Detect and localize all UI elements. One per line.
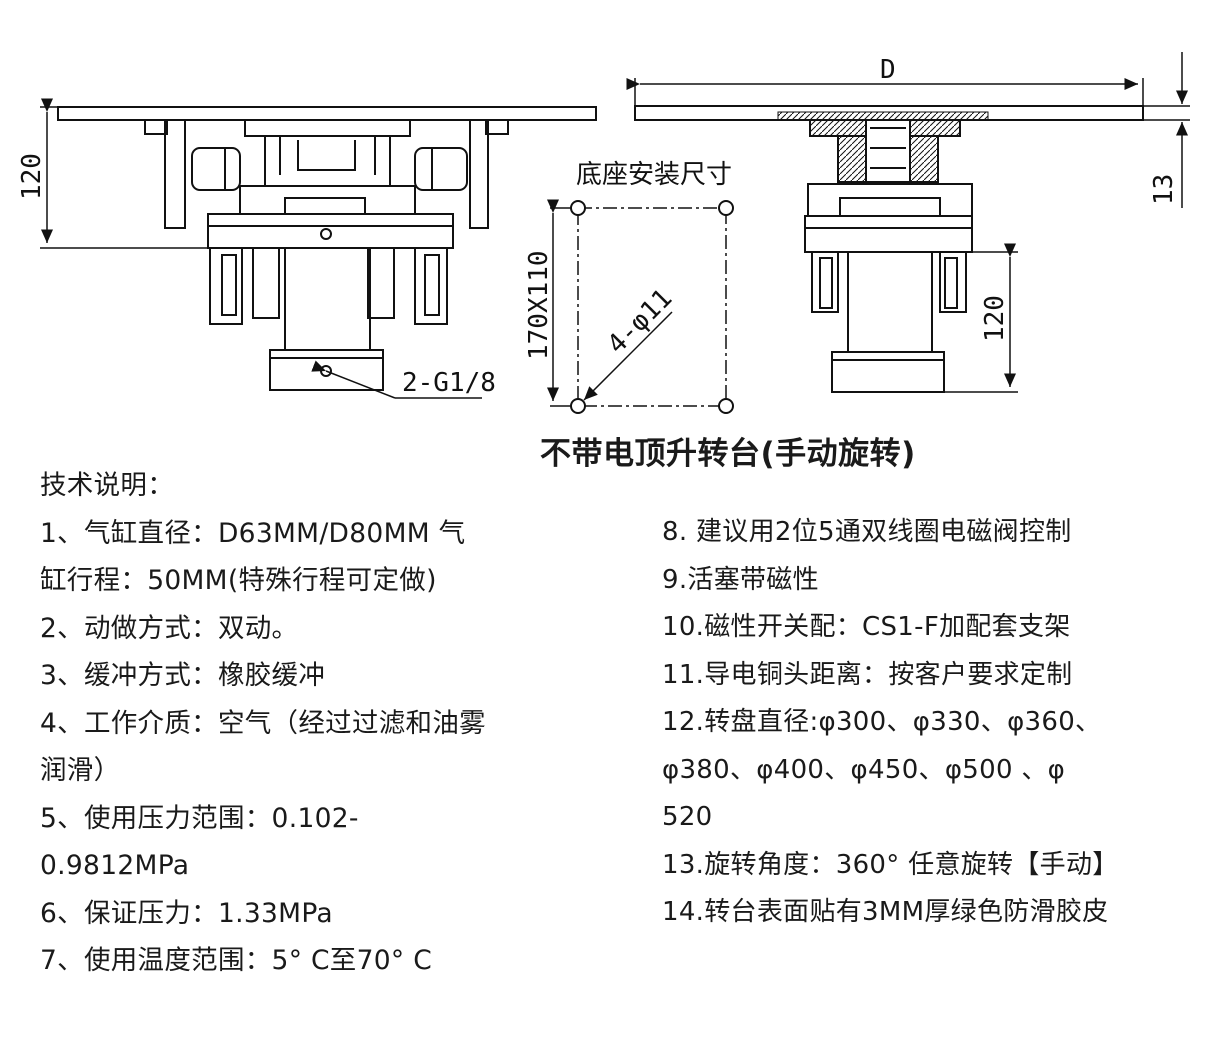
- spec-line: 6、保证压力：1.33MPa: [40, 897, 333, 929]
- specs-right: 8. 建议用2位5通双线圈电磁阀控制 9.活塞带磁性 10.磁性开关配：CS1-…: [662, 509, 1162, 937]
- spec-line: 润滑）: [40, 755, 121, 786]
- spec-line: 3、缓冲方式：橡胶缓冲: [40, 660, 326, 691]
- spec-line: 0.9812MPa: [40, 850, 190, 881]
- spec-line: 5、使用压力范围：0.102-: [40, 802, 359, 834]
- plate-thickness-label: 13: [1149, 174, 1179, 205]
- specs-left: 技术说明： 1、气缸直径：D63MM/D80MM 气 缸行程：50MM(特殊行程…: [40, 462, 560, 985]
- base-size-label: 170X110: [524, 250, 554, 360]
- spec-line: 1、气缸直径：D63MM/D80MM 气: [40, 517, 466, 549]
- base-mounting-view: [547, 199, 734, 414]
- right-height-label: 120: [980, 295, 1010, 342]
- spec-line: 11.导电铜头距离：按客户要求定制: [662, 659, 1073, 690]
- hole-label: 4-φ11: [602, 283, 679, 360]
- spec-line: 8. 建议用2位5通双线圈电磁阀控制: [662, 517, 1072, 547]
- base-caption: 底座安装尺寸: [576, 160, 732, 190]
- spec-line: 4、工作介质：空气（经过过滤和油雾: [40, 707, 486, 739]
- diameter-label: D: [880, 55, 896, 85]
- spec-line: 13.旋转角度：360° 任意旋转【手动】: [662, 849, 1119, 880]
- spec-line: 14.转台表面贴有3MM厚绿色防滑胶皮: [662, 897, 1109, 927]
- spec-line: 7、使用温度范围：5° C至70° C: [40, 945, 432, 976]
- technical-drawing: 120 2-G1/8 底座安装尺寸 170X110 4-φ11: [17, 52, 1190, 414]
- spec-line: 520: [662, 802, 713, 832]
- port-label: 2-G1/8: [402, 368, 496, 398]
- spec-line: 9.活塞带磁性: [662, 564, 819, 595]
- side-view-left: [57, 106, 597, 391]
- right-dimensions: [626, 52, 1190, 393]
- side-view-right: [634, 105, 1144, 393]
- spec-line: φ380、φ400、φ450、φ500 、φ: [662, 754, 1066, 785]
- left-height-label: 120: [17, 153, 47, 200]
- left-dimension: [40, 98, 482, 399]
- drawing-title: 不带电顶升转台(手动旋转): [540, 436, 916, 472]
- specs-heading: 技术说明：: [40, 470, 174, 501]
- spec-line: 2、动做方式：双动。: [40, 612, 299, 644]
- spec-line: 10.磁性开关配：CS1-F加配套支架: [662, 612, 1071, 642]
- spec-line: 12.转盘直径:φ300、φ330、φ360、: [662, 707, 1102, 737]
- spec-line: 缸行程：50MM(特殊行程可定做): [40, 565, 437, 596]
